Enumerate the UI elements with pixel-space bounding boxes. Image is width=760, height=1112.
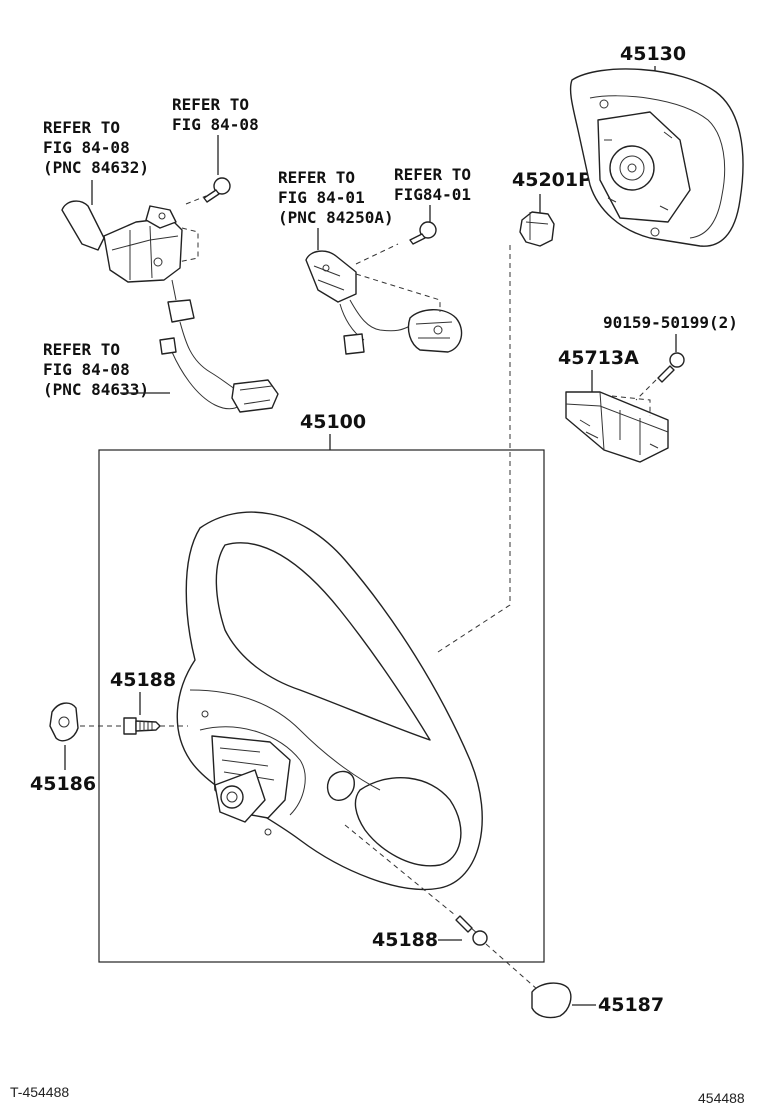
- wire-harness: [159, 279, 279, 413]
- screw-45188-bottom: [344, 824, 539, 991]
- ref-line: REFER TO: [43, 118, 120, 137]
- callout-45186: 45186: [30, 773, 96, 795]
- footer-left-code: T-454488: [10, 1084, 69, 1100]
- ref-pad-switch-screw: REFER TO FIG84-01: [394, 165, 471, 204]
- callout-45188-bottom: 45188: [372, 929, 438, 951]
- steering-wheel: [176, 245, 511, 891]
- callout-45187: 45187: [598, 994, 664, 1016]
- ref-steering-pad-switch: REFER TO FIG 84-01 (PNC 84250A): [278, 168, 394, 227]
- callout-45201p: 45201P: [512, 169, 592, 191]
- assembly-frame: [98, 449, 545, 963]
- ref-switch-screw: REFER TO FIG 84-08: [172, 95, 259, 134]
- callout-90159-50199: 90159-50199(2): [603, 313, 738, 332]
- ref-line: FIG 84-08: [43, 360, 130, 379]
- nut-45201p: [519, 211, 555, 247]
- ref-line: FIG 84-08: [43, 138, 130, 157]
- ref-line: FIG84-01: [394, 185, 471, 204]
- combination-switch: [61, 195, 207, 283]
- ref-line: (PNC 84250A): [278, 208, 394, 227]
- bolt-90159-50199: [635, 352, 685, 401]
- cover-45187: [531, 982, 572, 1019]
- ref-line: REFER TO: [43, 340, 120, 359]
- ref-line: FIG 84-08: [172, 115, 259, 134]
- ref-line: REFER TO: [278, 168, 355, 187]
- leader-lines: [64, 66, 677, 1006]
- ref-combination-switch: REFER TO FIG 84-08 (PNC 84632): [43, 118, 149, 177]
- ref-line: REFER TO: [394, 165, 471, 184]
- callout-45713a: 45713A: [558, 347, 639, 369]
- screw-45188-left: [80, 717, 188, 735]
- ref-wire-harness: REFER TO FIG 84-08 (PNC 84633): [43, 340, 149, 399]
- airbag-assembly-45130: [569, 68, 744, 247]
- ref-line: (PNC 84632): [43, 158, 149, 177]
- steering-pad-switch: [305, 243, 463, 355]
- callout-45130: 45130: [620, 43, 686, 65]
- cap-45186: [49, 702, 79, 742]
- callout-45188-left: 45188: [110, 669, 176, 691]
- clip-45713a: [565, 391, 669, 463]
- callout-45100: 45100: [300, 411, 366, 433]
- footer-right-code: 454488: [698, 1090, 745, 1106]
- ref-line: FIG 84-01: [278, 188, 365, 207]
- screw-switch: [203, 177, 231, 203]
- ref-line: REFER TO: [172, 95, 249, 114]
- ref-line: (PNC 84633): [43, 380, 149, 399]
- screw-pad-switch: [409, 221, 437, 245]
